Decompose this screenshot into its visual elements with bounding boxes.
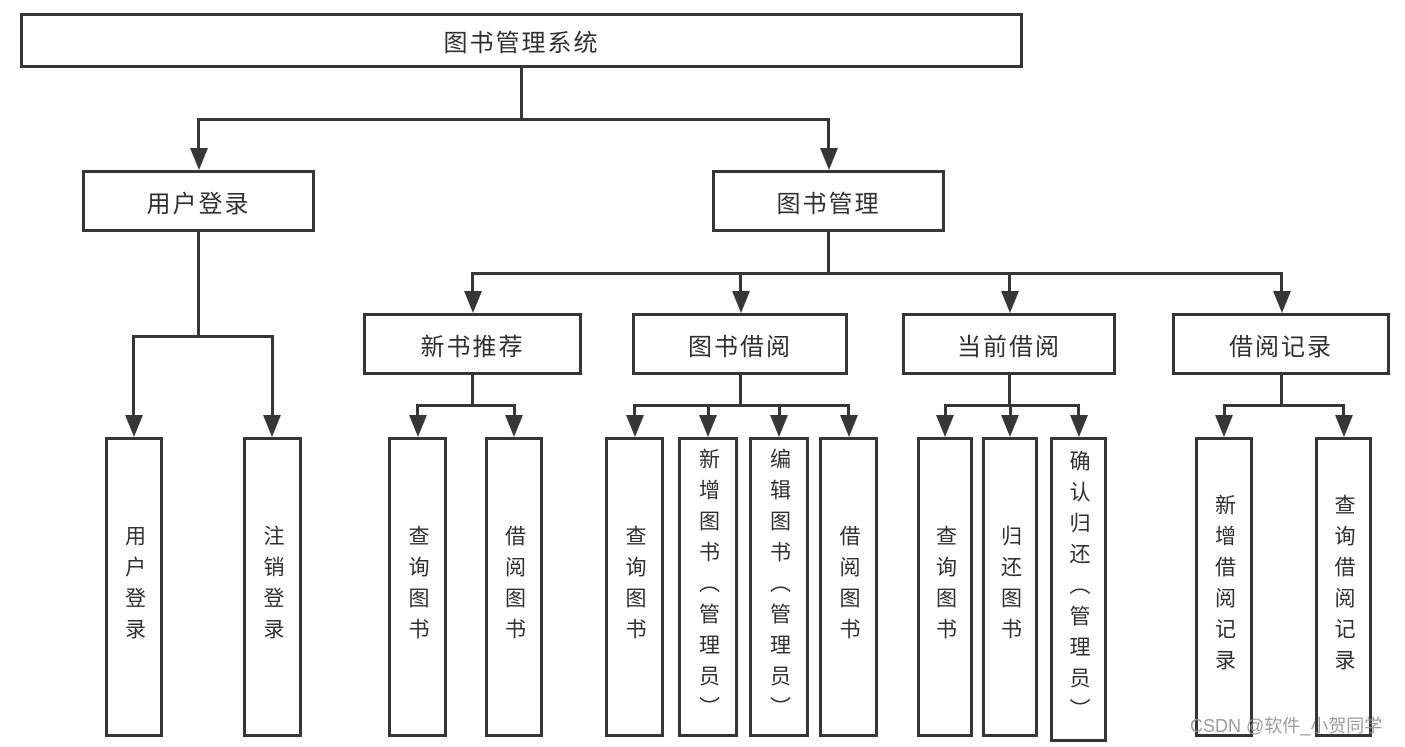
node-root: 图书管理系统	[20, 13, 1023, 68]
watermark-text: CSDN @软件_小贺同学	[1190, 716, 1383, 736]
leaf-query-books: 查询图书	[917, 437, 973, 737]
leaf-user-login: 用户登录	[105, 437, 163, 737]
leaf-return-books: 归还图书	[982, 437, 1038, 737]
node-label: 确认归还（管理员）	[1067, 450, 1090, 729]
connector-arrowhead	[1070, 415, 1088, 437]
node-user-login: 用户登录	[82, 170, 315, 232]
connector-line	[271, 335, 274, 417]
connector-line	[739, 272, 742, 292]
connector-line	[471, 375, 474, 407]
connector-line	[513, 404, 516, 417]
connector-line	[739, 375, 742, 407]
connector-arrowhead	[409, 415, 427, 437]
node-borrow-records: 借阅记录	[1172, 313, 1390, 375]
connector-arrowhead	[626, 415, 644, 437]
connector-arrowhead	[190, 148, 208, 170]
node-current-borrow: 当前借阅	[902, 313, 1116, 375]
connector-line	[827, 232, 830, 272]
connector-arrowhead	[770, 415, 788, 437]
connector-line	[416, 404, 419, 417]
connector-line	[1008, 272, 1011, 292]
connector-arrowhead	[699, 415, 717, 437]
node-label: 查询图书	[933, 525, 957, 649]
node-new-book-recommend: 新书推荐	[363, 313, 582, 375]
leaf-add-borrow-record: 新增借阅记录	[1195, 437, 1253, 737]
node-label: 图书借阅	[688, 333, 792, 361]
connector-line	[197, 232, 200, 335]
connector-line	[197, 118, 200, 150]
leaf-edit-books-admin: 编辑图书（管理员）	[749, 437, 809, 737]
connector-line	[778, 404, 781, 417]
node-label: 用户登录	[146, 190, 251, 218]
leaf-borrow-books: 借阅图书	[819, 437, 878, 737]
connector-line	[1077, 404, 1080, 417]
connector-arrowhead	[1001, 415, 1019, 437]
connector-arrowhead	[505, 415, 523, 437]
node-label: 借阅记录	[1229, 333, 1333, 361]
node-label: 用户登录	[122, 525, 146, 649]
connector-line	[132, 335, 135, 417]
leaf-confirm-return-admin: 确认归还（管理员）	[1050, 437, 1107, 742]
leaf-query-borrow-record: 查询借阅记录	[1315, 437, 1372, 737]
node-label: 注销登录	[261, 525, 284, 649]
connector-line	[1008, 375, 1011, 407]
connector-line	[633, 404, 636, 417]
node-label: 图书管理系统	[443, 30, 600, 57]
connector-line	[707, 404, 710, 417]
connector-line	[132, 335, 274, 338]
leaf-logout: 注销登录	[243, 437, 302, 737]
connector-line	[471, 272, 1283, 275]
connector-line	[197, 118, 830, 121]
connector-line	[1009, 404, 1012, 417]
connector-line	[847, 404, 850, 417]
connector-arrowhead	[1001, 291, 1019, 313]
connector-line	[633, 404, 850, 407]
connector-arrowhead	[125, 415, 143, 437]
leaf-borrow-books: 借阅图书	[485, 437, 543, 737]
node-label: 新增借阅记录	[1212, 494, 1236, 680]
connector-arrowhead	[464, 291, 482, 313]
node-label: 借阅图书	[502, 525, 526, 649]
node-label: 归还图书	[998, 525, 1022, 649]
connector-line	[944, 404, 947, 417]
node-book-management: 图书管理	[712, 170, 945, 232]
connector-line	[1280, 375, 1283, 407]
connector-arrowhead	[820, 148, 838, 170]
leaf-add-books-admin: 新增图书（管理员）	[678, 437, 738, 737]
connector-arrowhead	[1215, 415, 1233, 437]
node-label: 查询图书	[623, 525, 646, 649]
connector-line	[1342, 404, 1345, 417]
node-label: 编辑图书（管理员）	[767, 447, 791, 727]
connector-arrowhead	[732, 291, 750, 313]
node-label: 查询借阅记录	[1332, 494, 1355, 680]
node-label: 查询图书	[406, 525, 429, 649]
connector-arrowhead	[1335, 415, 1353, 437]
connector-line	[1223, 404, 1345, 407]
connector-arrowhead	[936, 415, 954, 437]
connector-arrowhead	[1273, 291, 1291, 313]
connector-line	[471, 272, 474, 292]
node-label: 当前借阅	[957, 333, 1061, 361]
node-label: 借阅图书	[837, 525, 860, 649]
connector-line	[827, 118, 830, 150]
connector-arrowhead	[263, 415, 281, 437]
connector-arrowhead	[840, 415, 858, 437]
connector-line	[1280, 272, 1283, 292]
node-book-borrow: 图书借阅	[632, 313, 848, 375]
node-label: 新书推荐	[420, 333, 525, 361]
connector-line	[944, 404, 1080, 407]
connector-line	[1223, 404, 1226, 417]
connector-line	[416, 404, 516, 407]
node-label: 新增图书（管理员）	[696, 447, 720, 727]
leaf-query-books: 查询图书	[605, 437, 664, 737]
node-label: 图书管理	[776, 190, 881, 218]
connector-line	[520, 68, 523, 120]
leaf-query-books: 查询图书	[388, 437, 447, 737]
